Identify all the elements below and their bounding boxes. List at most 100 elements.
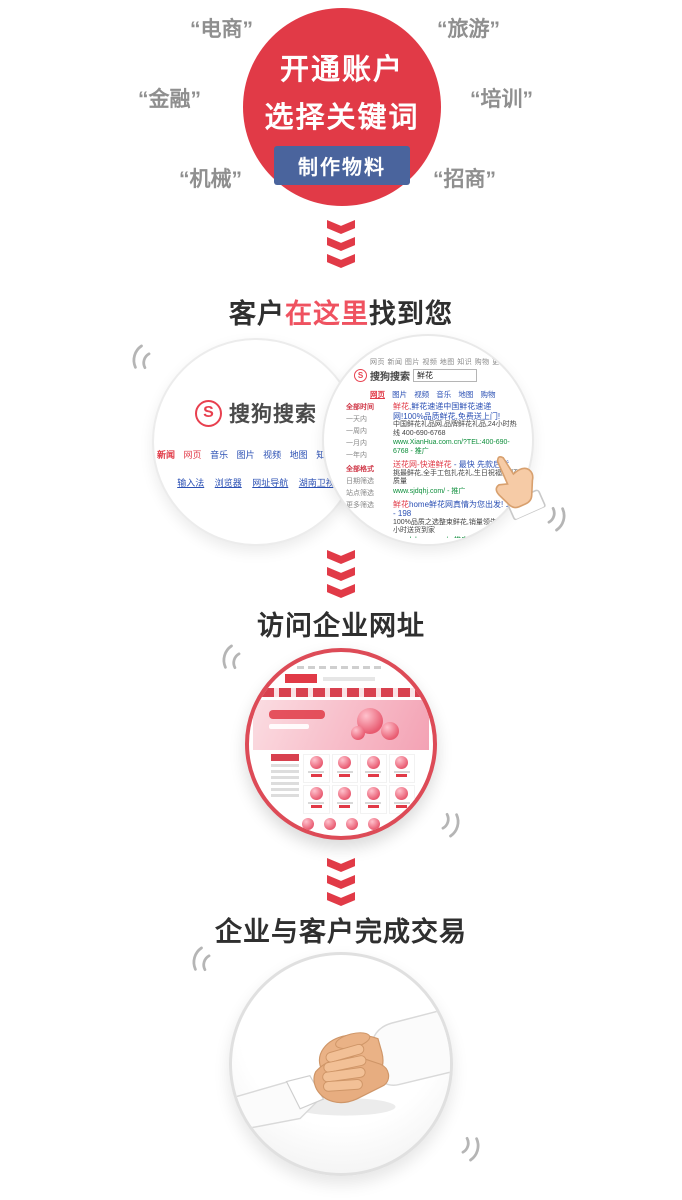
tab-video[interactable]: 视频	[414, 390, 430, 399]
sogou-logo-text: 搜狗搜索	[229, 403, 317, 426]
product-name-line	[365, 802, 382, 804]
nav-item-news[interactable]: 新闻	[157, 450, 176, 460]
search-result: 鲜花home鲜花网真情为您出发! 1束 - 198 100%品质之选整束鲜花,销…	[393, 500, 520, 538]
funnel-line2: 选择关键词	[264, 102, 420, 134]
product-name-line	[336, 802, 353, 804]
filter-item[interactable]: 一天内	[346, 415, 367, 423]
product-card	[303, 785, 330, 814]
motion-arcs-icon	[187, 941, 223, 977]
tab-images[interactable]: 图片	[392, 390, 408, 399]
serp-header: S 搜狗搜索 鲜花	[354, 368, 477, 383]
nav-item-web[interactable]: 网页	[183, 450, 202, 460]
chevron-down-icon	[327, 875, 355, 889]
serp-circle: 网页 新闻 图片 视频 地图 知识 购物 更多 S 搜狗搜索 鲜花 网页 图片 …	[322, 334, 534, 546]
nav-item-music[interactable]: 音乐	[210, 450, 229, 460]
bouquet-thumb	[395, 787, 409, 800]
filter-format-header[interactable]: 全部格式	[346, 466, 374, 474]
banner-headline	[269, 710, 325, 719]
chevron-down-icon	[327, 584, 355, 598]
result-title[interactable]: 鲜花home鲜花网真情为您出发! 1束 - 198	[393, 499, 518, 519]
nav-item-video[interactable]: 视频	[263, 450, 282, 460]
motion-arcs-icon	[449, 1131, 485, 1167]
link-tv[interactable]: 湖南卫视	[298, 478, 335, 488]
filter-item[interactable]: 站点筛选	[346, 490, 374, 498]
funnel-circle: 开通账户 选择关键词 制作物料	[243, 8, 441, 206]
result-url: www.lehang.com/ - 推广	[393, 536, 520, 538]
bouquet-thumb	[338, 787, 352, 800]
bouquet-thumb	[309, 756, 323, 769]
chevron-down-icon	[327, 220, 355, 234]
keyword-travel: “旅游”	[437, 18, 500, 41]
flow-arrow-1	[0, 220, 682, 268]
product-price	[310, 805, 322, 808]
product-card	[388, 754, 415, 783]
motion-arcs-icon	[429, 807, 465, 843]
link-browser[interactable]: 浏览器	[214, 478, 242, 488]
site-logo	[285, 674, 317, 683]
sogou-logo: S 搜狗搜索	[154, 398, 358, 428]
handshake-illustration	[232, 1007, 450, 1133]
product-name-line	[336, 771, 353, 773]
flow-arrow-2	[0, 550, 682, 598]
banner-subline	[269, 724, 309, 729]
tab-web[interactable]: 网页	[370, 390, 385, 399]
filter-item[interactable]: 日期筛选	[346, 478, 374, 486]
search-result: 鲜花,鲜花速递中国鲜花速递网!100%品质鲜花,免费送上门! 中国鲜花礼品网,品…	[393, 402, 520, 456]
left-hand-fingers	[322, 1043, 367, 1092]
tab-music[interactable]: 音乐	[436, 390, 452, 399]
result-desc: 100%品质之选整束鲜花,销量领先,同城3小时送货到家	[393, 518, 517, 535]
product-card	[388, 785, 415, 814]
result-title[interactable]: 鲜花,鲜花速递中国鲜花速递网!100%品质鲜花,免费送上门!	[393, 402, 501, 421]
result-url: www.XianHua.com.cn/?TEL:400-690-6768 - 推…	[393, 438, 510, 456]
product-price	[367, 774, 379, 777]
product-name-line	[365, 771, 382, 773]
result-url: www.sjdqhj.com/ - 推广	[393, 487, 466, 495]
search-input[interactable]: 鲜花	[413, 369, 477, 382]
step-title-search: 客户在这里找到您	[0, 292, 682, 331]
product-price	[339, 774, 351, 777]
motion-arcs-icon	[127, 339, 163, 375]
nav-item-map[interactable]: 地图	[289, 450, 308, 460]
link-ime[interactable]: 输入法	[177, 478, 205, 488]
site-bottom-row	[283, 818, 399, 830]
flow-arrow-3	[0, 858, 682, 906]
filter-item[interactable]: 更多筛选	[346, 502, 374, 510]
category-header	[271, 754, 299, 761]
keyword-training: “培训”	[470, 88, 533, 111]
filter-item[interactable]: 一月内	[346, 439, 367, 447]
product-grid	[303, 754, 415, 816]
filter-time-header[interactable]: 全部时间	[346, 404, 374, 411]
title-suffix: 找到您	[369, 299, 453, 329]
motion-arcs-icon	[217, 639, 253, 675]
product-price	[396, 805, 408, 808]
keyword-ecommerce: “电商”	[190, 18, 253, 41]
flower-site-circle	[245, 648, 437, 840]
bouquet-thumb	[338, 756, 352, 769]
bouquet-thumb	[366, 756, 380, 769]
flower-site-mock	[249, 652, 433, 836]
product-card	[331, 785, 358, 814]
category-item	[271, 776, 299, 779]
product-card	[303, 754, 330, 783]
filter-item[interactable]: 一周内	[346, 427, 367, 435]
product-price	[339, 805, 351, 808]
serp-tabs: 网页 图片 视频 音乐 地图 购物	[370, 389, 500, 400]
product-name-line	[308, 802, 325, 804]
product-price	[396, 774, 408, 777]
bouquet-thumb	[395, 756, 409, 769]
serp-filter-sidebar: 全部时间 一天内 一周内 一月内 一年内 全部格式 日期筛选 站点筛选 更多筛选	[346, 402, 388, 538]
handshake-circle	[229, 952, 453, 1176]
product-card	[360, 785, 387, 814]
filter-item[interactable]: 一年内	[346, 451, 367, 459]
tab-map[interactable]: 地图	[458, 390, 474, 399]
chevron-down-icon	[327, 550, 355, 564]
sogou-logo-icon: S	[195, 399, 222, 427]
chevron-down-icon	[327, 254, 355, 268]
tab-shopping[interactable]: 购物	[480, 390, 496, 399]
nav-item-images[interactable]: 图片	[236, 450, 255, 460]
title-highlight: 在这里	[285, 299, 369, 329]
bouquet-thumb	[366, 787, 380, 800]
result-title[interactable]: 送花网-快递鲜花 - 最快 先款后货	[393, 460, 510, 470]
link-navsite[interactable]: 网址导航	[252, 478, 289, 488]
